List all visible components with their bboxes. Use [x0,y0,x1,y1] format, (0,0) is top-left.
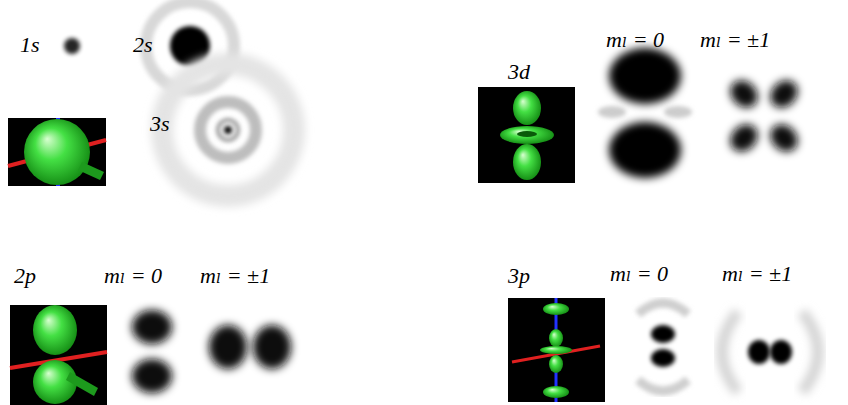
quantum-number-label: mₗ = ±1 [700,28,770,52]
density-3p-m1 [722,312,818,392]
d-orbital-render [478,87,575,183]
p-orbital-render [10,305,107,405]
density-2p-m0 [132,310,172,393]
density-3p-m0 [638,303,688,391]
orbital-label: 3p [508,264,530,288]
orbital-label: 2p [14,264,36,288]
density-3d-m0 [598,48,692,178]
density-3d-m1 [725,75,803,157]
density-3s [162,64,294,196]
quantum-number-label: mₗ = 0 [610,262,668,286]
quantum-number-label: mₗ = 0 [104,264,162,288]
orbital-label: 3d [508,60,530,84]
orbital-label: 2s [133,33,153,57]
density-2p-m1 [209,325,291,369]
quantum-number-label: mₗ = ±1 [200,264,270,288]
orbital-label: 3s [150,112,170,136]
quantum-number-label: mₗ = ±1 [722,262,792,286]
quantum-number-label: mₗ = 0 [606,28,664,52]
s-orbital-render [8,118,106,186]
p3-orbital-render [508,298,605,402]
orbital-label: 1s [20,33,40,57]
density-1s [64,38,80,54]
